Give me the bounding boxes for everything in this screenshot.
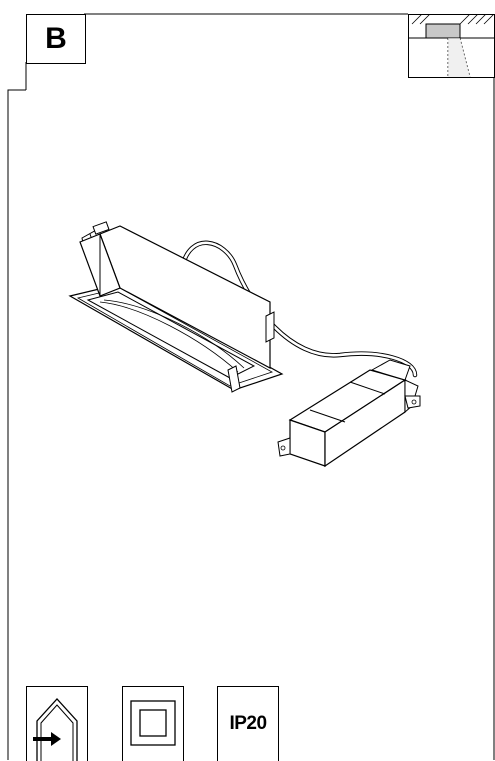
class-ii-icon (122, 686, 184, 761)
recessed-mount-icon (408, 14, 495, 78)
panel-label-text: B (45, 22, 67, 55)
product-illustration (60, 210, 440, 480)
ip-rating-badge: IP20 (217, 686, 279, 761)
panel-label: B (26, 14, 86, 64)
ip-rating-text: IP20 (229, 713, 267, 734)
indoor-use-icon (26, 686, 88, 761)
